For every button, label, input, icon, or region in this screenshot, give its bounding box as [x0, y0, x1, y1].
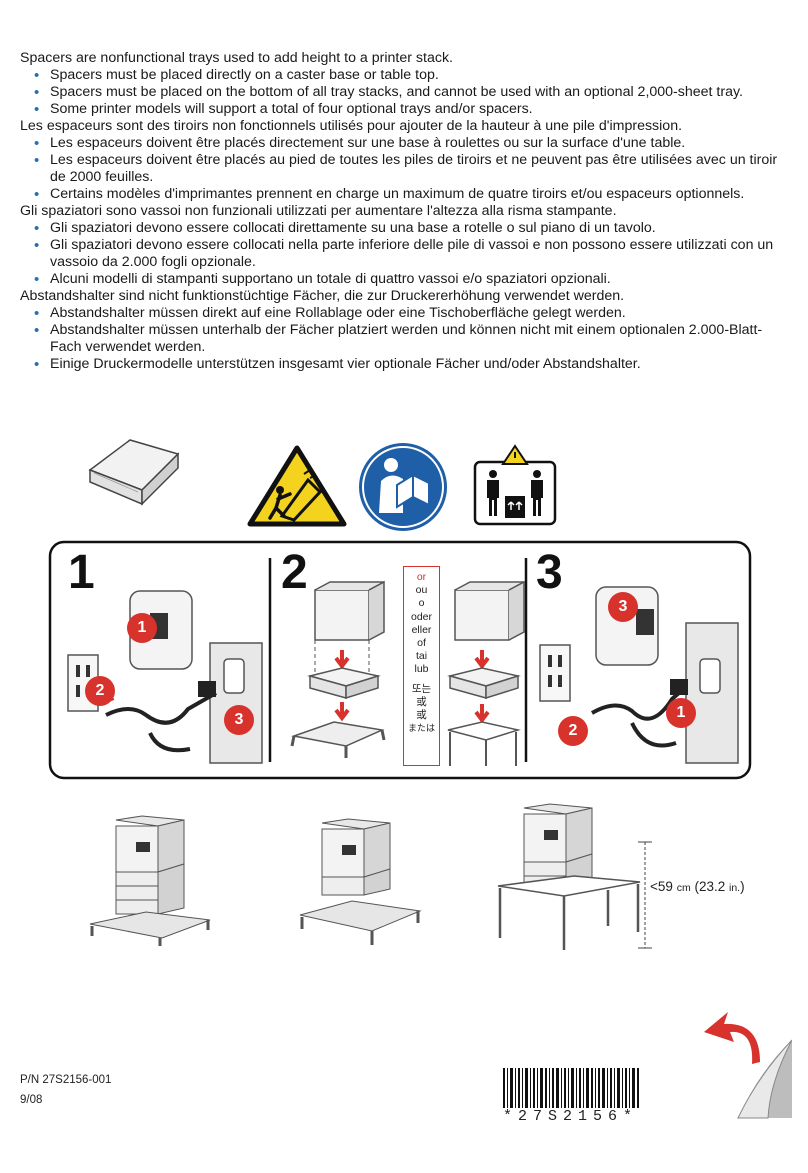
config-caster-base-spacer: [299, 818, 422, 945]
config-caster-base-three-trays: [89, 815, 211, 946]
dimension-unit-cm: cm: [676, 882, 691, 894]
bullet-item: Abstandshalter müssen direkt auf eine Ro…: [34, 305, 788, 322]
two-person-lift-icon: [473, 444, 557, 526]
bullet-item: Spacers must be placed on the bottom of …: [34, 84, 788, 101]
section-english: Spacers are nonfunctional trays used to …: [20, 50, 788, 118]
or-word: 或: [416, 709, 427, 722]
dimension-value: 59: [657, 879, 673, 894]
step3-illustration: [539, 586, 739, 764]
or-word: oder: [410, 610, 432, 623]
dimension-inches-close: ): [740, 879, 745, 894]
part-number: P/N 27S2156-001: [20, 1074, 112, 1086]
bullet-item: Alcuni modelli di stampanti supportano u…: [34, 271, 788, 288]
or-translations-box: or ou o oder eller of tai lub 또는 或 或 または: [403, 566, 440, 766]
callout-1: 1: [127, 613, 157, 643]
or-word: 或: [416, 695, 427, 708]
or-word: ou: [415, 584, 428, 597]
bullet-item: Einige Druckermodelle unterstützen insge…: [34, 356, 788, 373]
section-french: Les espaceurs sont des tiroirs non fonct…: [20, 118, 788, 203]
step-number: 2: [281, 546, 308, 599]
callout-3: 3: [608, 592, 638, 622]
section-title: Les espaceurs sont des tiroirs non fonct…: [20, 118, 683, 134]
dimension-inches-open: (23.2: [694, 879, 726, 894]
callout-3: 3: [224, 705, 254, 735]
callout-2: 2: [558, 716, 588, 746]
tip-hazard-warning-icon: [247, 445, 347, 527]
callout-2: 2: [85, 676, 115, 706]
or-word: lub: [414, 663, 429, 676]
print-date: 9/08: [20, 1094, 43, 1106]
step1-illustration: [67, 590, 263, 764]
spacer-tray-icon: [88, 439, 180, 506]
or-word: or: [416, 571, 427, 583]
or-word: 또는: [411, 682, 432, 695]
read-manual-icon: [359, 443, 447, 531]
section-italian: Gli spaziatori sono vassoi non funzional…: [20, 203, 788, 288]
page-turn-arrow-icon: [704, 1012, 792, 1119]
barcode: [503, 1068, 639, 1108]
bullet-item: Abstandshalter müssen unterhalb der Fäch…: [34, 322, 788, 356]
config-table-top-spacer: [497, 803, 641, 950]
bullet-item: Gli spaziatori devono essere collocati n…: [34, 237, 788, 271]
section-title: Gli spaziatori sono vassoi non funzional…: [20, 203, 617, 219]
or-word: または: [407, 723, 435, 734]
or-word: eller: [411, 623, 432, 636]
bullet-item: Some printer models will support a total…: [34, 101, 788, 118]
or-word: tai: [415, 650, 428, 663]
dimension-unit-in: in.: [729, 882, 741, 894]
bullet-item: Gli spaziatori devono essere collocati d…: [34, 220, 788, 237]
height-dimension-label: <59 cm (23.2 in.): [650, 879, 745, 894]
bullet-item: Les espaceurs doivent être placés au pie…: [34, 152, 788, 186]
step2-illustration: [290, 580, 525, 766]
step-number: 3: [536, 546, 563, 599]
step-number: 1: [68, 546, 95, 599]
or-word: of: [417, 637, 426, 650]
instructions-text: Spacers are nonfunctional trays used to …: [20, 50, 788, 373]
or-word: o: [418, 597, 425, 610]
bullet-item: Les espaceurs doivent être placés direct…: [34, 135, 788, 152]
section-german: Abstandshalter sind nicht funktionstücht…: [20, 288, 788, 373]
section-title: Spacers are nonfunctional trays used to …: [20, 50, 453, 66]
bullet-item: Certains modèles d'imprimantes prennent …: [34, 186, 788, 203]
callout-1: 1: [666, 698, 696, 728]
section-title: Abstandshalter sind nicht funktionstücht…: [20, 288, 625, 304]
height-dimension-line: [638, 841, 652, 949]
bullet-item: Spacers must be placed directly on a cas…: [34, 67, 788, 84]
barcode-text: *27S2156*: [503, 1108, 639, 1125]
